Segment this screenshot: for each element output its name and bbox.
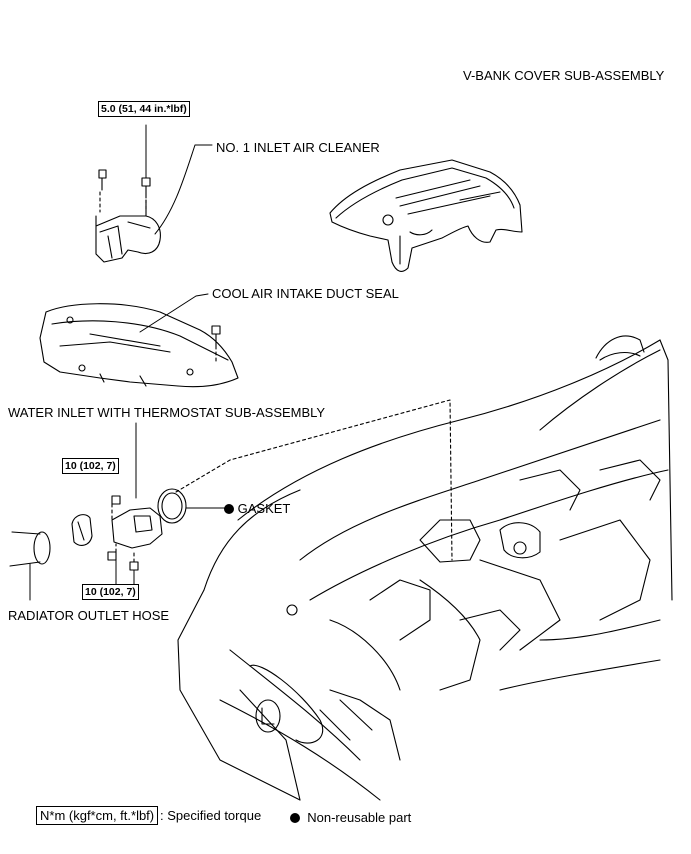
torque-inlet-air-cleaner: 5.0 (51, 44 in.*lbf) xyxy=(98,101,190,117)
legend-torque-unit: N*m (kgf*cm, ft.*lbf) xyxy=(36,806,159,825)
legend-nonreusable: Non-reusable part xyxy=(290,810,411,825)
label-radiator-hose: RADIATOR OUTLET HOSE xyxy=(8,608,170,623)
gasket-text: GASKET xyxy=(237,501,291,516)
cool-air-duct-seal-drawing xyxy=(39,303,239,388)
vehicle-engine-bay-drawing xyxy=(177,335,673,801)
torque-water-inlet-upper: 10 (102, 7) xyxy=(62,458,119,474)
filled-circle-icon xyxy=(290,813,300,823)
label-inlet-air-cleaner: NO. 1 INLET AIR CLEANER xyxy=(216,140,380,155)
label-water-inlet: WATER INLET WITH THERMOSTAT SUB-ASSEMBLY xyxy=(8,405,326,420)
legend-torque-desc: : Specified torque xyxy=(160,808,262,823)
label-cool-air-duct-seal: COOL AIR INTAKE DUCT SEAL xyxy=(212,286,399,301)
label-gasket: GASKET xyxy=(224,501,290,516)
water-inlet-drawing xyxy=(9,488,227,601)
v-bank-cover-drawing xyxy=(329,159,523,272)
inlet-air-cleaner-drawing xyxy=(95,124,161,263)
label-v-bank-cover: V-BANK COVER SUB-ASSEMBLY xyxy=(463,68,665,83)
torque-water-inlet-lower: 10 (102, 7) xyxy=(82,584,139,600)
nonreusable-dot-icon xyxy=(224,504,234,514)
legend-nonreusable-text: Non-reusable part xyxy=(307,810,412,825)
